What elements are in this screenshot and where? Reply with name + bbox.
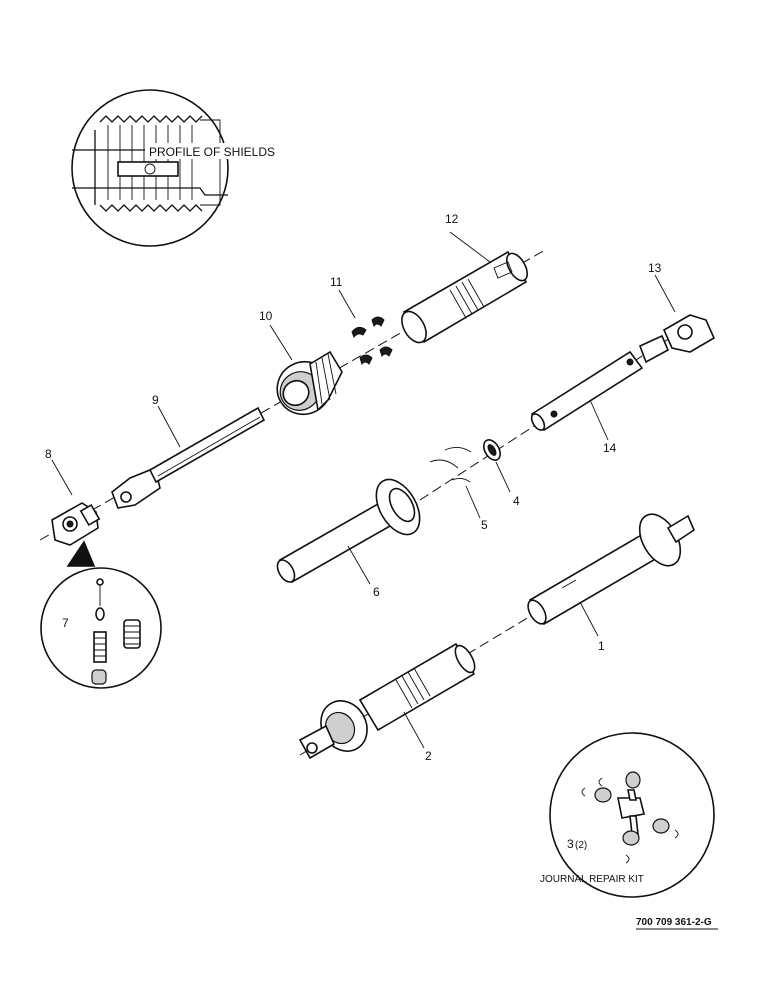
journal-qty: (2) <box>575 840 587 851</box>
callout-14: 14 <box>603 441 617 455</box>
callout-9: 9 <box>152 393 159 407</box>
callout-6: 6 <box>373 585 380 599</box>
part-11-clips <box>351 316 393 366</box>
part-13-yoke <box>638 314 716 364</box>
part-14-inner-tube <box>530 350 644 432</box>
journal-caption: JOURNAL REPAIR KIT <box>540 874 644 885</box>
callout-11: 11 <box>330 275 343 289</box>
callout-12: 12 <box>445 212 459 226</box>
part-9-inner-shaft <box>111 406 266 509</box>
callout-13: 13 <box>648 261 662 275</box>
drawing-number-block: 700 709 361-2-G <box>636 917 718 930</box>
callouts: 12 11 10 9 8 13 14 4 5 6 1 2 <box>45 212 676 763</box>
callout-10: 10 <box>259 309 273 323</box>
drawing-number: 700 709 361-2-G <box>636 917 712 928</box>
shield-profile-detail: PROFILE OF SHIELDS <box>71 89 277 247</box>
shield-profile-caption: PROFILE OF SHIELDS <box>149 145 275 159</box>
part-2-shaft-assembly <box>298 642 476 760</box>
part-4-bearing <box>483 439 501 461</box>
part-8-yoke <box>51 502 101 546</box>
callout-2: 2 <box>425 749 432 763</box>
part-1-outer-tube <box>527 513 695 626</box>
journal-part-number: 3 <box>567 837 574 851</box>
journal-repair-kit-detail: 3 (2) JOURNAL REPAIR KIT <box>540 732 715 898</box>
callout-8: 8 <box>45 447 52 461</box>
callout-4: 4 <box>513 494 520 508</box>
middle-centerline <box>419 324 691 501</box>
fitting-label-7: 7 <box>62 616 69 630</box>
grease-fitting-detail: 7 <box>40 540 162 689</box>
callout-5: 5 <box>481 518 488 532</box>
part-12-outer-shield <box>401 250 529 344</box>
part-10-shield-bellows <box>276 350 343 416</box>
callout-1: 1 <box>598 639 605 653</box>
detail-circle-fitting <box>40 567 162 689</box>
part-6-shield-tube <box>276 478 421 584</box>
part-5-snap-rings <box>429 447 472 483</box>
